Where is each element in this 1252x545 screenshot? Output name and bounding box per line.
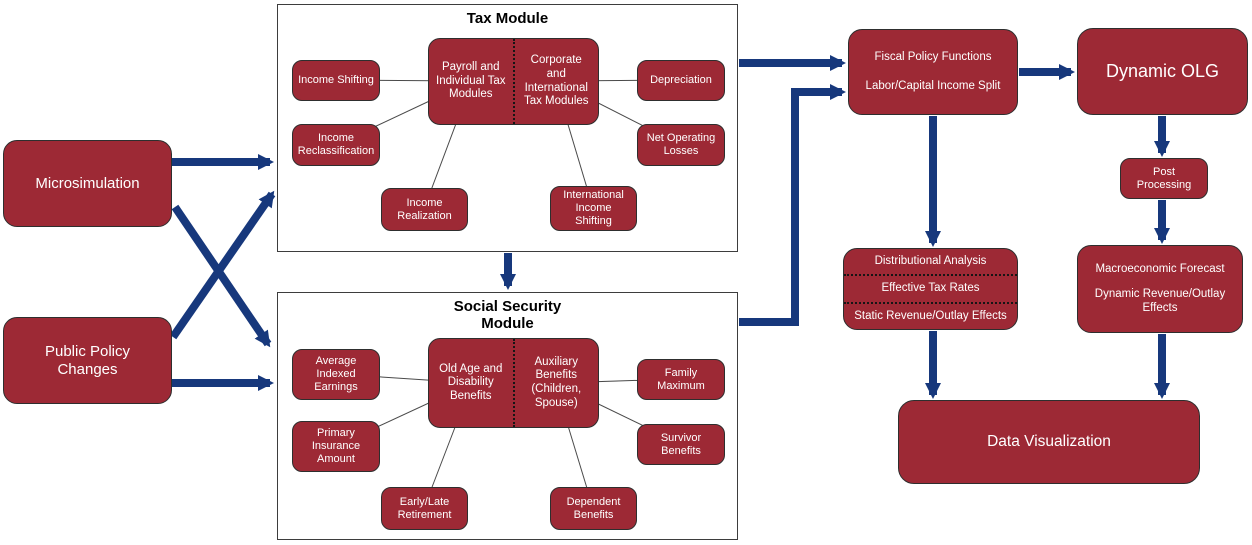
node-average-indexed-earnings: Average Indexed Earnings (292, 349, 380, 400)
dynamic-revenue-outlay-effects-label: Dynamic Revenue/Outlay Effects (1094, 288, 1226, 314)
node-income-reclassification: Income Reclassification (292, 124, 380, 166)
node-microsimulation: Microsimulation (3, 140, 172, 227)
node-net-operating-losses: Net Operating Losses (637, 124, 725, 166)
node-data-visualization: Data Visualization (898, 400, 1200, 484)
fiscal-policy-functions-label: Fiscal Policy Functions (874, 50, 992, 63)
node-depreciation: Depreciation (637, 60, 725, 101)
macroeconomic-forecast-label: Macroeconomic Forecast (1095, 262, 1225, 275)
node-auxiliary-benefits: Auxiliary Benefits (Children, Spouse) (512, 339, 599, 427)
social-security-module-container: Social Security Module (277, 292, 738, 540)
node-dependent-benefits: Dependent Benefits (550, 487, 637, 530)
node-primary-insurance-amount: Primary Insurance Amount (292, 421, 380, 472)
social-security-module-title: Social Security Module (453, 298, 562, 333)
node-old-age-disability-benefits: Old Age and Disability Benefits (439, 362, 503, 402)
node-survivor-benefits: Survivor Benefits (637, 424, 725, 465)
node-static-analysis-outputs: Distributional Analysis Effective Tax Ra… (843, 248, 1018, 330)
node-income-realization: Income Realization (381, 188, 468, 231)
node-international-income-shifting: International Income Shifting (550, 186, 637, 231)
node-corporate-international-tax-modules: Corporate and International Tax Modules (512, 39, 599, 124)
node-payroll-individual-tax-modules: Payroll and Individual Tax Modules (436, 61, 506, 101)
labor-capital-income-split-label: Labor/Capital Income Split (865, 79, 1001, 92)
distributional-analysis-label: Distributional Analysis (874, 254, 987, 267)
arrow-microsimulation-to-social-security (171, 204, 272, 348)
tax-module-title: Tax Module (466, 10, 549, 27)
effective-tax-rates-label: Effective Tax Rates (844, 274, 1017, 301)
node-public-policy-changes: Public Policy Changes (3, 317, 172, 404)
node-income-shifting: Income Shifting (292, 60, 380, 101)
node-dynamic-olg: Dynamic OLG (1077, 28, 1248, 115)
node-dynamic-analysis-outputs: Macroeconomic Forecast Dynamic Revenue/O… (1077, 245, 1243, 333)
arrow-social-security-to-fiscal-policy (739, 84, 846, 326)
arrow-public-policy-to-tax (169, 190, 276, 340)
node-family-maximum: Family Maximum (637, 359, 725, 400)
node-post-processing: Post Processing (1120, 158, 1208, 199)
node-fiscal-policy-functions: Fiscal Policy Functions Labor/Capital In… (848, 29, 1018, 115)
static-revenue-outlay-effects-label: Static Revenue/Outlay Effects (844, 301, 1017, 329)
node-ss-core-benefits: Old Age and Disability Benefits Auxiliar… (428, 338, 599, 428)
node-tax-core-modules: Payroll and Individual Tax Modules Corpo… (428, 38, 599, 125)
node-early-late-retirement: Early/Late Retirement (381, 487, 468, 530)
